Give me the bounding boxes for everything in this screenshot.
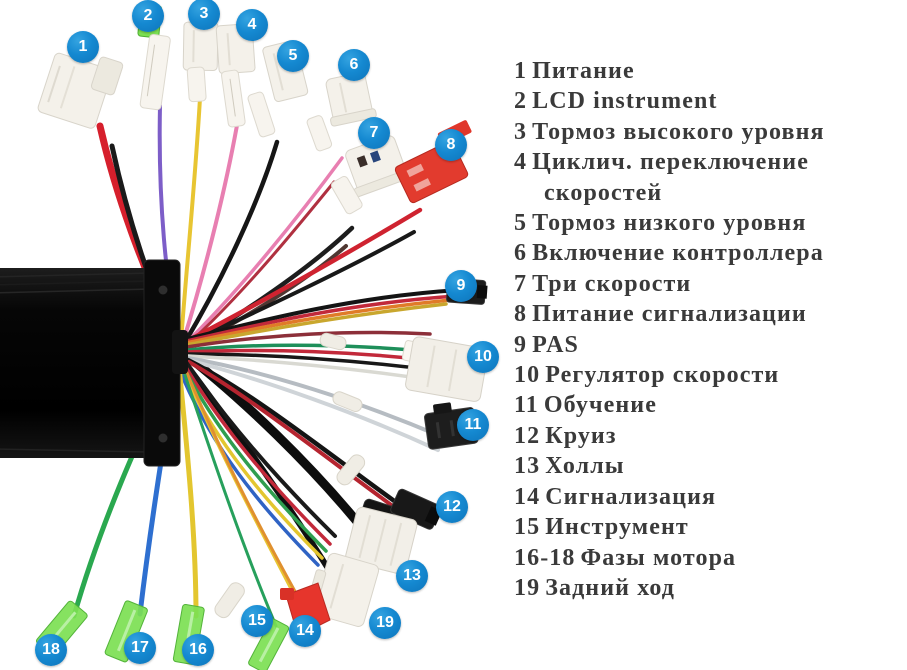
- legend-item-number: 13: [514, 453, 541, 480]
- connector-throttle: [401, 336, 489, 402]
- controller-body: [0, 259, 188, 467]
- wire-pas-black: [185, 288, 462, 341]
- wire-hall-red: [182, 362, 332, 546]
- wire-alarmpower-red: [184, 207, 423, 344]
- connector-phase-green: [36, 600, 88, 657]
- legend-item-number: 15: [514, 514, 541, 541]
- legend-item-number: 12: [514, 422, 541, 449]
- connector-pas: [446, 277, 488, 305]
- connector-learning: [424, 402, 479, 450]
- legend-item-label: Фазы мотора: [580, 544, 737, 571]
- connector-lcd: [137, 3, 171, 111]
- legend-item-label: Инструмент: [545, 514, 689, 541]
- legend-item-label: Обучение: [543, 392, 657, 419]
- connector-gearshift: [215, 23, 256, 128]
- legend-item-label: Круиз: [545, 422, 617, 449]
- connector-instrument: [248, 618, 290, 670]
- connector-brake-high: [182, 21, 219, 103]
- wire-pas-orange: [184, 298, 452, 345]
- wire-alarm-orange: [182, 364, 304, 606]
- legend-item-label: LCD instrument: [532, 88, 718, 115]
- wire-label-sleeves: [214, 332, 366, 619]
- wire-brakelow-black: [181, 139, 280, 347]
- legend-item-number: 3: [514, 118, 528, 145]
- connector-three-speed: [330, 135, 413, 215]
- wire-pas-red: [185, 294, 458, 343]
- legend-item-label: Три скорости: [532, 270, 692, 297]
- legend-item-label: Питание сигнализации: [532, 301, 807, 328]
- legend-item-number: 19: [514, 574, 541, 601]
- legend-item-number: 5: [514, 210, 528, 237]
- legend-item-label: Регулятор скорости: [545, 362, 780, 389]
- screw: [158, 285, 168, 295]
- wire-throttle-maroon: [185, 330, 432, 349]
- legend-item-label: Сигнализация: [545, 483, 717, 510]
- legend-item-label: Тормоз высокого уровня: [532, 118, 825, 145]
- connector-hall: [345, 506, 418, 575]
- legend-item-number: 9: [514, 331, 528, 358]
- connector-keylock: [306, 72, 377, 152]
- legend-item-number: 2: [514, 88, 528, 115]
- wire-hall-green: [180, 362, 328, 553]
- cable-gland: [172, 330, 188, 374]
- legend-item-label: Задний ход: [545, 574, 676, 601]
- wire-instrument-green: [179, 361, 278, 628]
- connector-alarm-power: [394, 120, 472, 204]
- connector-brake-low: [247, 40, 309, 138]
- wire-brakehigh-yellow: [179, 96, 202, 344]
- legend-item-number: 10: [514, 362, 541, 389]
- legend-item-number: 14: [514, 483, 541, 510]
- legend-item-number: 6: [514, 240, 528, 267]
- legend-item-number: 11: [514, 392, 539, 419]
- legend-item-number: 4: [514, 149, 528, 176]
- legend-item-number: 1: [514, 58, 528, 84]
- wire-learning-silver: [186, 358, 440, 452]
- connector-power: [37, 52, 124, 129]
- legend-item-number: 7: [514, 270, 528, 297]
- wire-alarmpower-black: [185, 230, 416, 346]
- legend-item-number: 16-18: [514, 544, 576, 571]
- wire-keylock-red: [184, 180, 336, 348]
- wire-cruise-black: [185, 357, 407, 511]
- legend-item-label: PAS: [532, 331, 579, 358]
- wire-hall-black: [184, 360, 337, 538]
- legend-item-label: Включение контроллера: [532, 240, 824, 267]
- wire-cruise-red: [187, 360, 414, 522]
- connector-phase-blue: [104, 600, 148, 663]
- wire-pas-yellow: [184, 302, 448, 347]
- legend-item-label: Тормоз низкого уровня: [532, 210, 807, 237]
- screw: [158, 433, 168, 443]
- wire-learning-gray: [186, 356, 442, 438]
- legend-item-label: Холлы: [545, 453, 625, 480]
- connector-phase-yellow: [172, 603, 205, 665]
- wire-phase-yellow: [176, 363, 199, 619]
- legend-item-label: Питание: [532, 58, 635, 84]
- wire-keylock-pink: [183, 156, 344, 346]
- wire-throttle-white: [186, 354, 440, 383]
- legend-item-number: 8: [514, 301, 528, 328]
- legend-item-label: Циклич. переключение скоростей: [532, 149, 809, 206]
- wire-gearshift-pink: [181, 106, 242, 344]
